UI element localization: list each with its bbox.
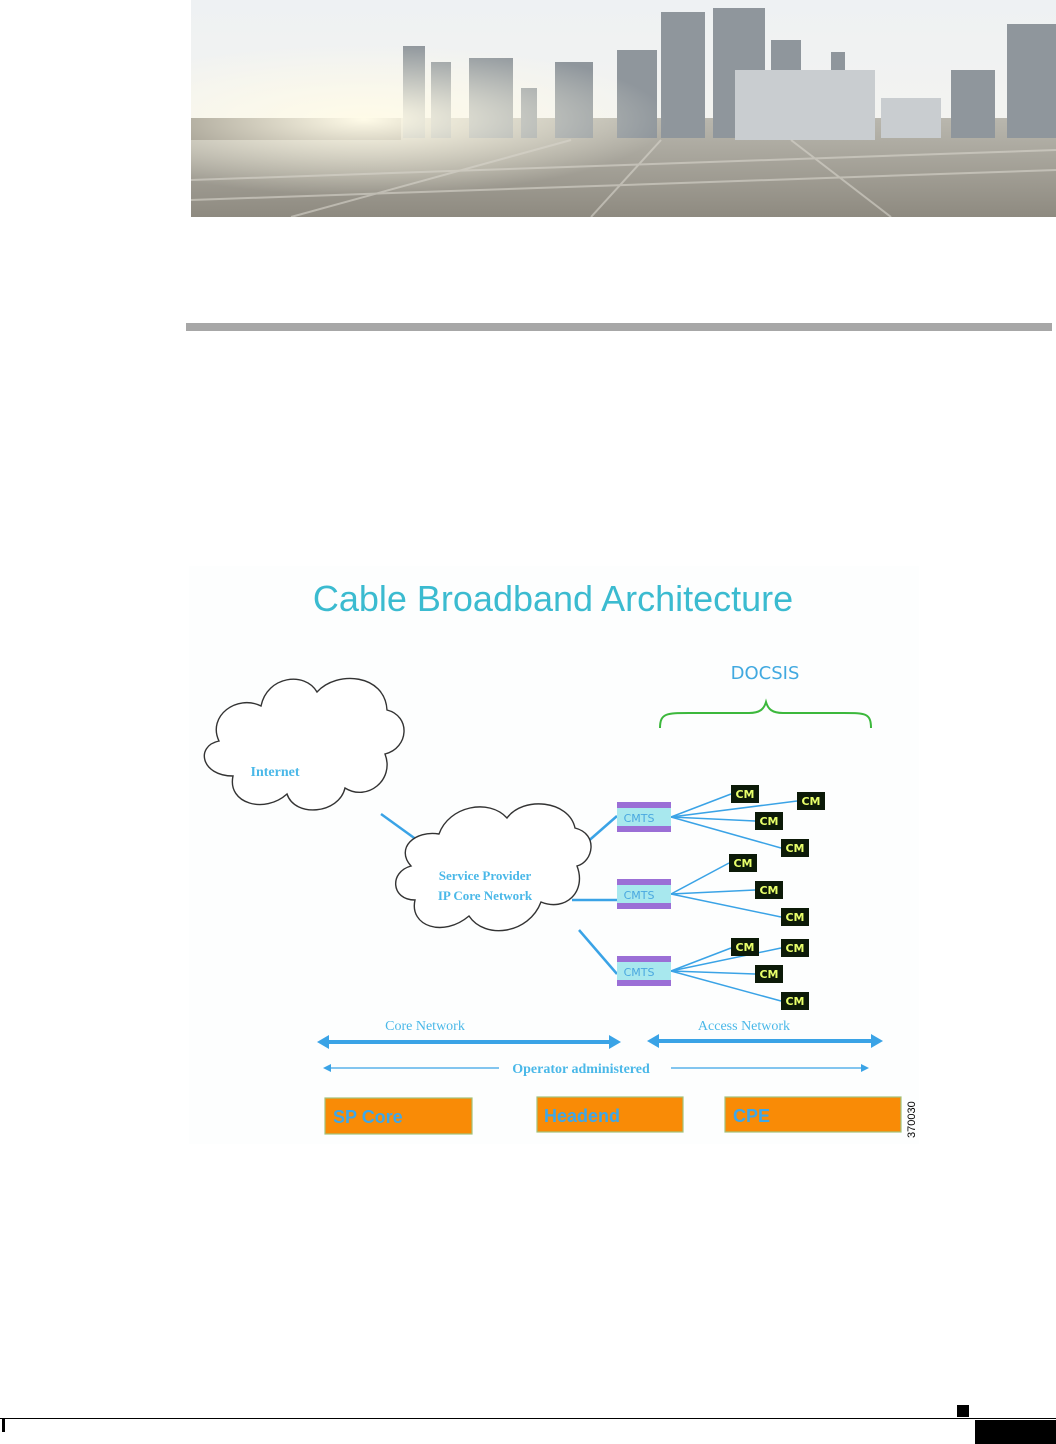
cable-modem: CM: [797, 792, 825, 810]
architecture-diagram: Cable Broadband Architecture DOCSIS Inte…: [189, 566, 919, 1144]
cm-label: CM: [785, 995, 804, 1008]
internet-cloud: Internet: [203, 677, 405, 811]
cable-modem: CM: [731, 785, 759, 803]
cable-modem: CM: [755, 881, 783, 899]
footer-marker: [957, 1405, 969, 1417]
cable-modem: CM: [781, 992, 809, 1010]
cmts-label: CMTS: [624, 966, 655, 979]
cable-modem: CM: [781, 939, 809, 957]
sp-core-box: SP Core: [324, 1097, 473, 1135]
cmts-device: CMTS: [617, 802, 671, 832]
cmts-label: CMTS: [624, 889, 655, 902]
core-network-arrow: Core Network: [317, 1019, 621, 1049]
cm-label: CM: [785, 842, 804, 855]
cmts-device: CMTS: [617, 879, 671, 909]
header-banner-image: [191, 0, 1056, 217]
cmts-label: CMTS: [624, 812, 655, 825]
cm-label: CM: [735, 941, 754, 954]
service-provider-label-line2: IP Core Network: [438, 888, 533, 903]
docsis-brace: [659, 698, 872, 729]
cable-modem: CM: [781, 908, 809, 926]
cm-label: CM: [733, 857, 752, 870]
footer-page-tab: [975, 1420, 1056, 1444]
cm-label: CM: [735, 788, 754, 801]
cm-label: CM: [759, 968, 778, 981]
cpe-label: CPE: [733, 1106, 770, 1126]
cable-modem: CM: [755, 812, 783, 830]
figure-id: 370030: [906, 1101, 918, 1138]
cm-label: CM: [759, 815, 778, 828]
footer-rule: [0, 1418, 1056, 1419]
cable-modem: CM: [731, 938, 759, 956]
cable-modem: CM: [729, 854, 757, 872]
service-provider-label-line1: Service Provider: [439, 868, 532, 883]
access-network-arrow: Access Network: [647, 1019, 883, 1048]
headend-box: Headend: [536, 1096, 684, 1133]
cm-label: CM: [785, 911, 804, 924]
operator-administered-arrow: Operator administered: [323, 1062, 869, 1077]
headend-label: Headend: [544, 1106, 620, 1126]
diagram-title: Cable Broadband Architecture: [313, 578, 793, 619]
service-provider-cloud: Service Provider IP Core Network: [395, 803, 592, 932]
chapter-divider-rule: [186, 323, 1052, 331]
sp-core-label: SP Core: [333, 1107, 403, 1127]
cm-label: CM: [785, 942, 804, 955]
cm-label: CM: [759, 884, 778, 897]
core-network-label: Core Network: [385, 1019, 465, 1034]
cm-label: CM: [801, 795, 820, 808]
footer-left-tick: [2, 1419, 5, 1432]
access-network-label: Access Network: [698, 1019, 790, 1034]
cmts-device: CMTS: [617, 956, 671, 986]
cpe-box: CPE: [724, 1096, 902, 1133]
internet-label: Internet: [251, 765, 300, 780]
operator-administered-label: Operator administered: [512, 1062, 650, 1077]
cable-modem: CM: [781, 839, 809, 857]
cable-modem: CM: [755, 965, 783, 983]
cm-links: [670, 793, 798, 1002]
docsis-label: DOCSIS: [731, 663, 800, 684]
